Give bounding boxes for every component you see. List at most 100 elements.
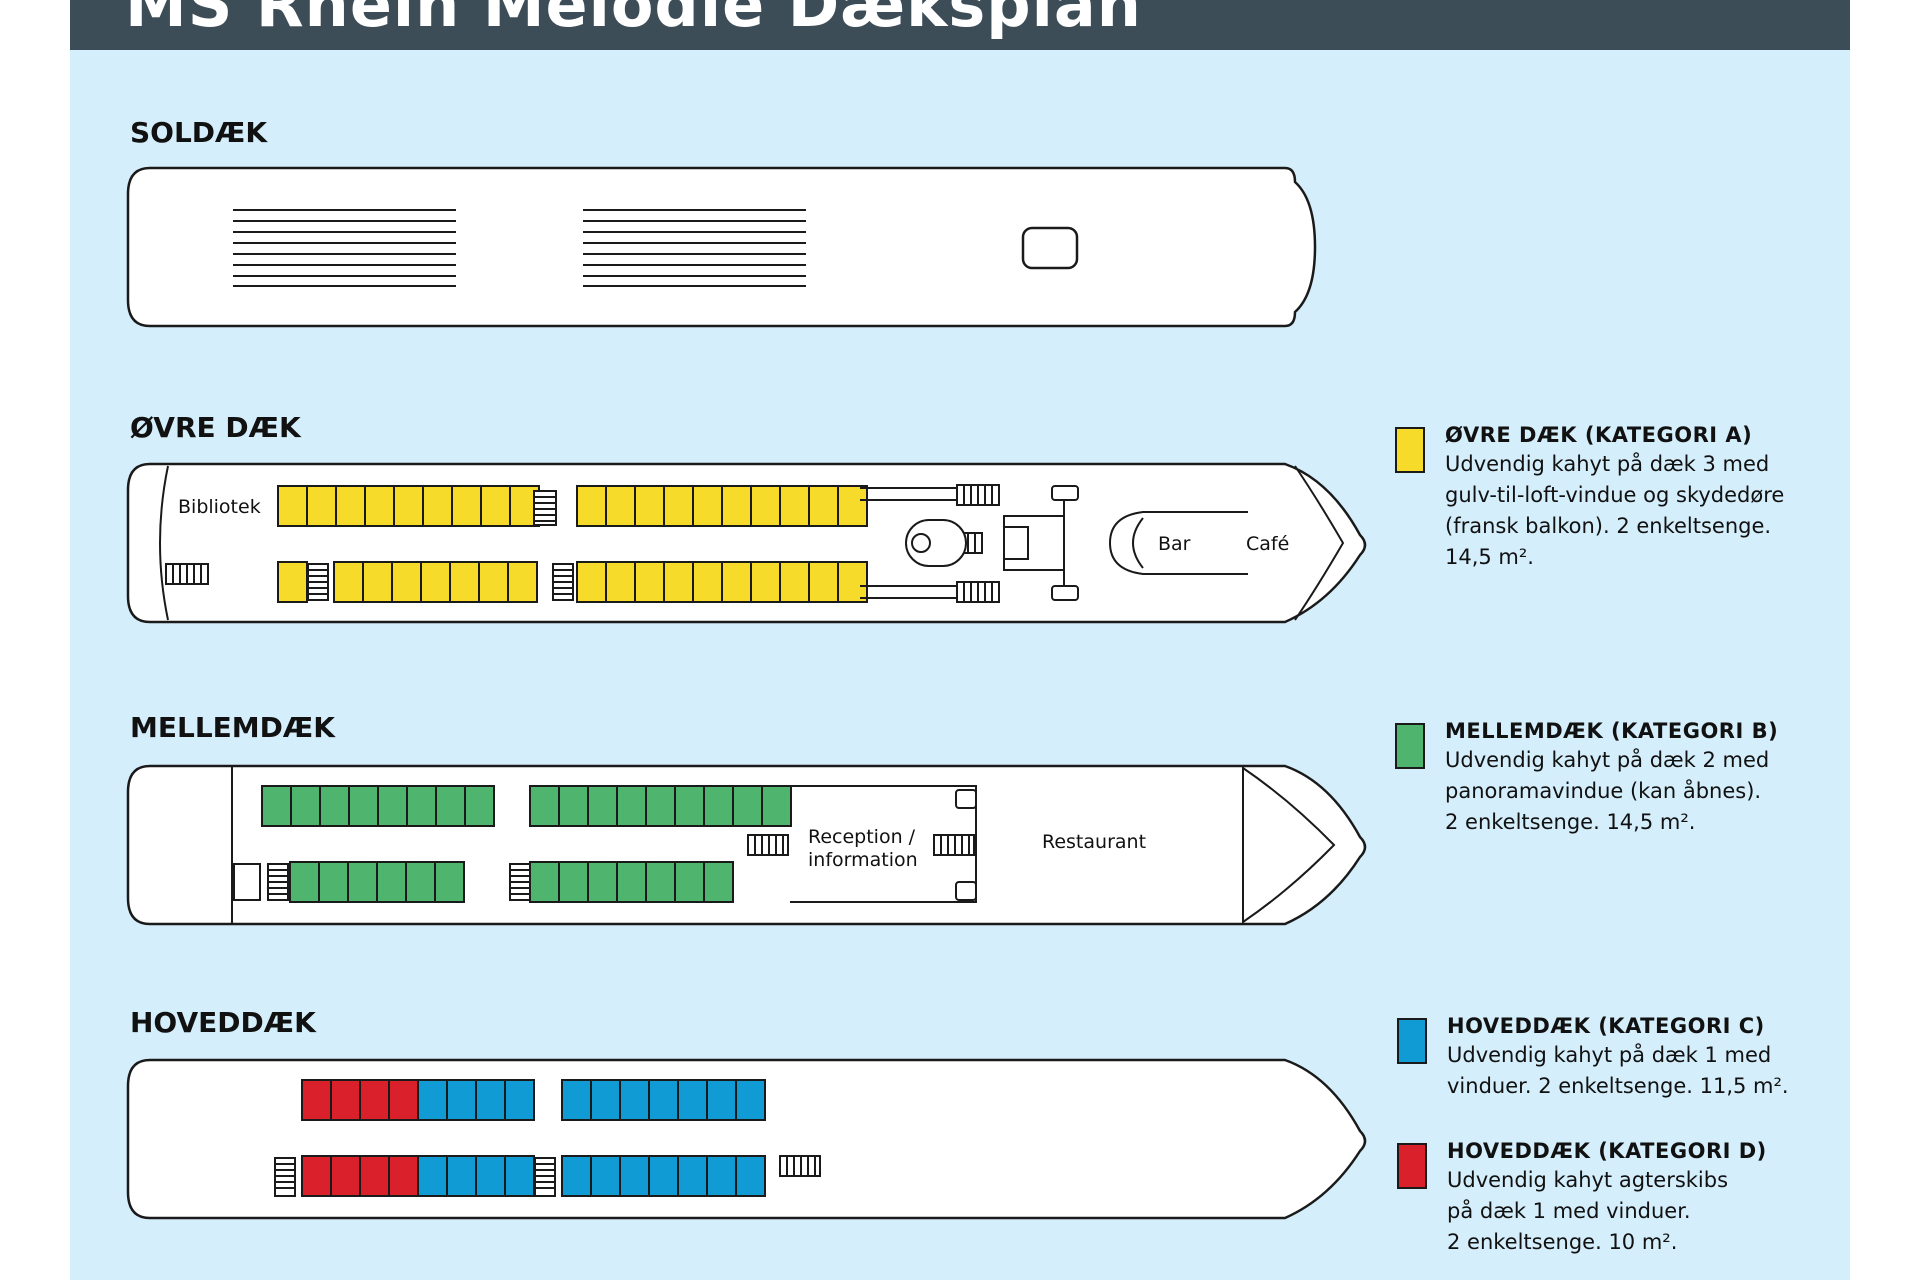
cabin-category_a[interactable] [779, 561, 810, 603]
cabin-category_a[interactable] [422, 485, 453, 527]
cabin-category_a[interactable] [478, 561, 509, 603]
cabin-category_a[interactable] [333, 561, 364, 603]
cabin-category_a[interactable] [605, 561, 636, 603]
cabin-category_b[interactable] [435, 785, 466, 827]
cabin-category_a[interactable] [451, 485, 482, 527]
cabin-category_c[interactable] [475, 1079, 506, 1121]
cabin-category_a[interactable] [507, 561, 538, 603]
cabin-category_b[interactable] [464, 785, 495, 827]
cabin-category_c[interactable] [446, 1155, 477, 1197]
cabin-category_b[interactable] [261, 785, 292, 827]
cabin-category_c[interactable] [677, 1079, 708, 1121]
cabin-category_a[interactable] [277, 561, 308, 603]
cabin-category_c[interactable] [504, 1079, 535, 1121]
cabin-category_a[interactable] [808, 485, 839, 527]
cabin-category_d[interactable] [330, 1079, 361, 1121]
legend-description: Udvendig kahyt agterskibs på dæk 1 med v… [1447, 1168, 1729, 1254]
cabin-category_c[interactable] [706, 1079, 737, 1121]
cabin-category_d[interactable] [388, 1155, 419, 1197]
cabin-category_c[interactable] [648, 1155, 679, 1197]
cabin-category_a[interactable] [605, 485, 636, 527]
ovre-bow-line [1294, 465, 1345, 621]
lift-shaft [905, 519, 967, 567]
cabin-category_a[interactable] [393, 485, 424, 527]
cabin-category_c[interactable] [735, 1079, 766, 1121]
cabin-category_b[interactable] [674, 861, 705, 903]
cabin-category_b[interactable] [558, 861, 589, 903]
cabin-category_b[interactable] [732, 785, 763, 827]
cabin-category_c[interactable] [619, 1079, 650, 1121]
cabin-category_b[interactable] [703, 785, 734, 827]
cabin-category_b[interactable] [376, 861, 407, 903]
cabin-category_c[interactable] [648, 1079, 679, 1121]
cabin-category_b[interactable] [348, 785, 379, 827]
cabin-category_a[interactable] [837, 561, 868, 603]
cabin-category_c[interactable] [706, 1155, 737, 1197]
cabin-category_a[interactable] [663, 485, 694, 527]
cabin-category_b[interactable] [377, 785, 408, 827]
cabin-category_a[interactable] [634, 561, 665, 603]
cabin-category_a[interactable] [306, 485, 337, 527]
cabin-category_c[interactable] [504, 1155, 535, 1197]
cabin-category_b[interactable] [674, 785, 705, 827]
cabin-category_a[interactable] [721, 561, 752, 603]
cabin-category_c[interactable] [619, 1155, 650, 1197]
cabin-category_a[interactable] [750, 485, 781, 527]
cabin-category_b[interactable] [616, 785, 647, 827]
cabin-category_c[interactable] [561, 1079, 592, 1121]
cabin-category_a[interactable] [692, 485, 723, 527]
cabin-category_d[interactable] [359, 1155, 390, 1197]
cabin-category_b[interactable] [406, 785, 437, 827]
cabin-category_a[interactable] [391, 561, 422, 603]
cabin-category_b[interactable] [529, 861, 560, 903]
cabin-category_a[interactable] [808, 561, 839, 603]
cabin-category_b[interactable] [289, 861, 320, 903]
cabin-category_a[interactable] [750, 561, 781, 603]
cabin-category_b[interactable] [290, 785, 321, 827]
cabin-category_d[interactable] [388, 1079, 419, 1121]
legend-heading: HOVEDDÆK (KATEGORI C) [1447, 1014, 1765, 1038]
cabin-category_a[interactable] [663, 561, 694, 603]
cabin-category_a[interactable] [364, 485, 395, 527]
cabin-category_c[interactable] [561, 1155, 592, 1197]
cabin-category_b[interactable] [645, 861, 676, 903]
cabin-category_b[interactable] [761, 785, 792, 827]
cabin-category_c[interactable] [590, 1155, 621, 1197]
cabin-category_b[interactable] [587, 861, 618, 903]
cabin-category_b[interactable] [703, 861, 734, 903]
cabin-category_d[interactable] [330, 1155, 361, 1197]
cabin-category_a[interactable] [277, 485, 308, 527]
cabin-category_a[interactable] [837, 485, 868, 527]
cabin-category_a[interactable] [634, 485, 665, 527]
cabin-category_c[interactable] [677, 1155, 708, 1197]
cabin-category_b[interactable] [529, 785, 560, 827]
cabin-category_b[interactable] [587, 785, 618, 827]
cabin-category_b[interactable] [347, 861, 378, 903]
cabin-category_c[interactable] [735, 1155, 766, 1197]
cabin-category_b[interactable] [318, 861, 349, 903]
cabin-category_b[interactable] [616, 861, 647, 903]
cabin-category_a[interactable] [779, 485, 810, 527]
cabin-category_c[interactable] [475, 1155, 506, 1197]
cabin-category_b[interactable] [645, 785, 676, 827]
cabin-category_a[interactable] [449, 561, 480, 603]
cabin-category_a[interactable] [420, 561, 451, 603]
cabin-category_a[interactable] [692, 561, 723, 603]
cabin-category_d[interactable] [301, 1079, 332, 1121]
cabin-category_a[interactable] [576, 561, 607, 603]
cabin-category_a[interactable] [576, 485, 607, 527]
cabin-category_d[interactable] [359, 1079, 390, 1121]
cabin-category_c[interactable] [446, 1079, 477, 1121]
cabin-category_a[interactable] [480, 485, 511, 527]
cabin-category_c[interactable] [417, 1155, 448, 1197]
cabin-category_b[interactable] [558, 785, 589, 827]
cabin-category_b[interactable] [319, 785, 350, 827]
cabin-category_a[interactable] [362, 561, 393, 603]
cabin-category_a[interactable] [721, 485, 752, 527]
cabin-category_c[interactable] [417, 1079, 448, 1121]
cabin-category_b[interactable] [434, 861, 465, 903]
cabin-category_b[interactable] [405, 861, 436, 903]
cabin-category_c[interactable] [590, 1079, 621, 1121]
cabin-category_d[interactable] [301, 1155, 332, 1197]
cabin-category_a[interactable] [335, 485, 366, 527]
